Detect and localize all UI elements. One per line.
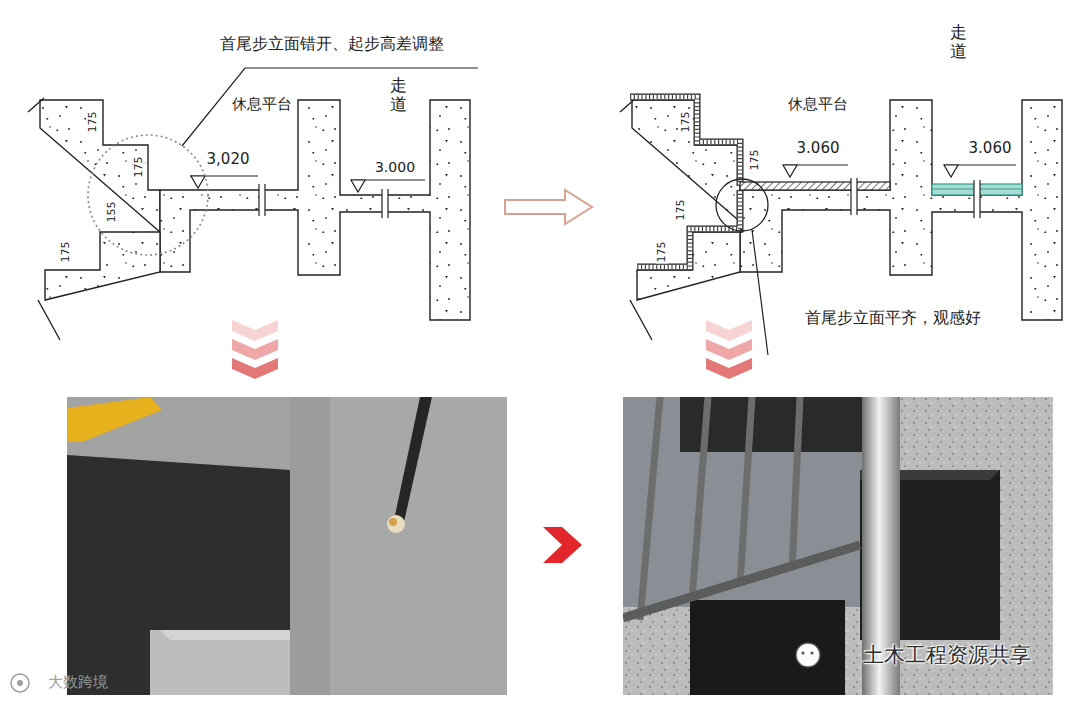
down-chevrons [706, 339, 752, 360]
down-chevrons [706, 320, 752, 379]
elevation-mark [944, 165, 958, 177]
stair-section-after [740, 100, 1062, 320]
callout-note: 首尾步立面错开、起步高差调整 [220, 35, 444, 53]
elevation-mark [190, 176, 425, 192]
photo-after [810, 651, 813, 654]
down-chevrons [706, 320, 752, 341]
dimension: 155 [106, 201, 119, 224]
down-chevrons [232, 339, 278, 360]
dimension: 175 [749, 149, 762, 172]
break-mark [382, 193, 388, 214]
break-mark [851, 178, 980, 218]
block-arrow [505, 190, 592, 224]
finish-layer [637, 190, 740, 267]
break-mark [974, 183, 980, 214]
down-chevrons [232, 358, 278, 379]
photo-after [796, 643, 820, 667]
photo-before [150, 630, 290, 695]
stair-section-before [40, 100, 160, 232]
finish-layer [630, 97, 740, 186]
finish-layer [637, 190, 740, 267]
finish-layer [630, 97, 1022, 267]
elevation: 3.060 [797, 140, 840, 157]
photo-before [389, 518, 397, 526]
break-mark [979, 180, 980, 218]
photo-after [623, 397, 1053, 695]
break-mark [973, 180, 974, 218]
photo-after [623, 397, 1053, 695]
down-chevrons [232, 320, 278, 341]
dimension: 175 [656, 241, 669, 264]
dimension: 175 [680, 111, 693, 134]
right-chevron [543, 527, 582, 563]
finish-layer [630, 97, 740, 186]
photo-before [394, 397, 432, 522]
finish-layer [637, 190, 740, 267]
down-chevrons [232, 320, 278, 379]
watermark-logo [11, 674, 29, 692]
space-label: 走道 [390, 76, 407, 113]
break-mark [259, 188, 265, 212]
elevation-mark [191, 176, 205, 188]
photo-before [160, 630, 290, 640]
stair-section-after [620, 98, 1062, 340]
break-mark [381, 189, 382, 218]
watermark-logo [17, 680, 23, 686]
photo-after [792, 397, 800, 570]
photo-after [640, 397, 660, 620]
break-mark [856, 178, 857, 215]
dimension: 175 [60, 241, 73, 264]
space-label: 休息平台 [788, 96, 848, 113]
dimension: 175 [133, 156, 146, 179]
photo-after [623, 545, 860, 618]
stair-section-after [630, 300, 652, 340]
elevation-mark [783, 165, 797, 177]
photo-before [387, 515, 405, 533]
elevation: 3.000 [375, 159, 415, 175]
break-mark [850, 178, 851, 215]
photo-before [67, 397, 507, 695]
photo-before [67, 455, 290, 695]
break-mark [387, 189, 388, 218]
elevation: 3.060 [969, 140, 1012, 157]
leader-line [182, 68, 478, 146]
finish-layer [630, 97, 740, 186]
stair-section-after [632, 100, 752, 232]
photo-after [740, 397, 752, 585]
elevation-mark [351, 180, 365, 192]
break-mark [258, 184, 259, 216]
watermark-logo [11, 674, 29, 692]
stair-section-before [28, 98, 470, 340]
space-label: 走道 [950, 23, 967, 60]
photo-before [290, 397, 507, 695]
elevation: 3,020 [207, 151, 250, 168]
leader-line [752, 230, 768, 355]
watermark: 大数跨境 [48, 674, 108, 691]
photo-before [67, 397, 507, 695]
dimension: 175 [675, 199, 688, 222]
stair-section-before [45, 232, 160, 300]
highlight-circle [716, 179, 768, 231]
break-mark [264, 184, 265, 216]
photo-after [801, 651, 804, 654]
break-mark [259, 184, 388, 218]
photo-after [690, 600, 845, 695]
dimension: 175 [87, 111, 100, 134]
space-label: 休息平台 [232, 96, 292, 113]
highlight-circle [88, 135, 208, 255]
elevation-mark [783, 165, 1016, 177]
down-chevrons [706, 358, 752, 379]
callout-note: 首尾步立面平齐，观感好 [805, 309, 981, 327]
photo-before [67, 397, 162, 442]
stair-section-before [28, 98, 44, 112]
photo-before [290, 397, 330, 695]
photo-after [692, 397, 708, 600]
stair-section-before [38, 300, 60, 340]
break-mark [851, 181, 857, 212]
watermark: 土木工程资源共享 [863, 643, 1031, 667]
